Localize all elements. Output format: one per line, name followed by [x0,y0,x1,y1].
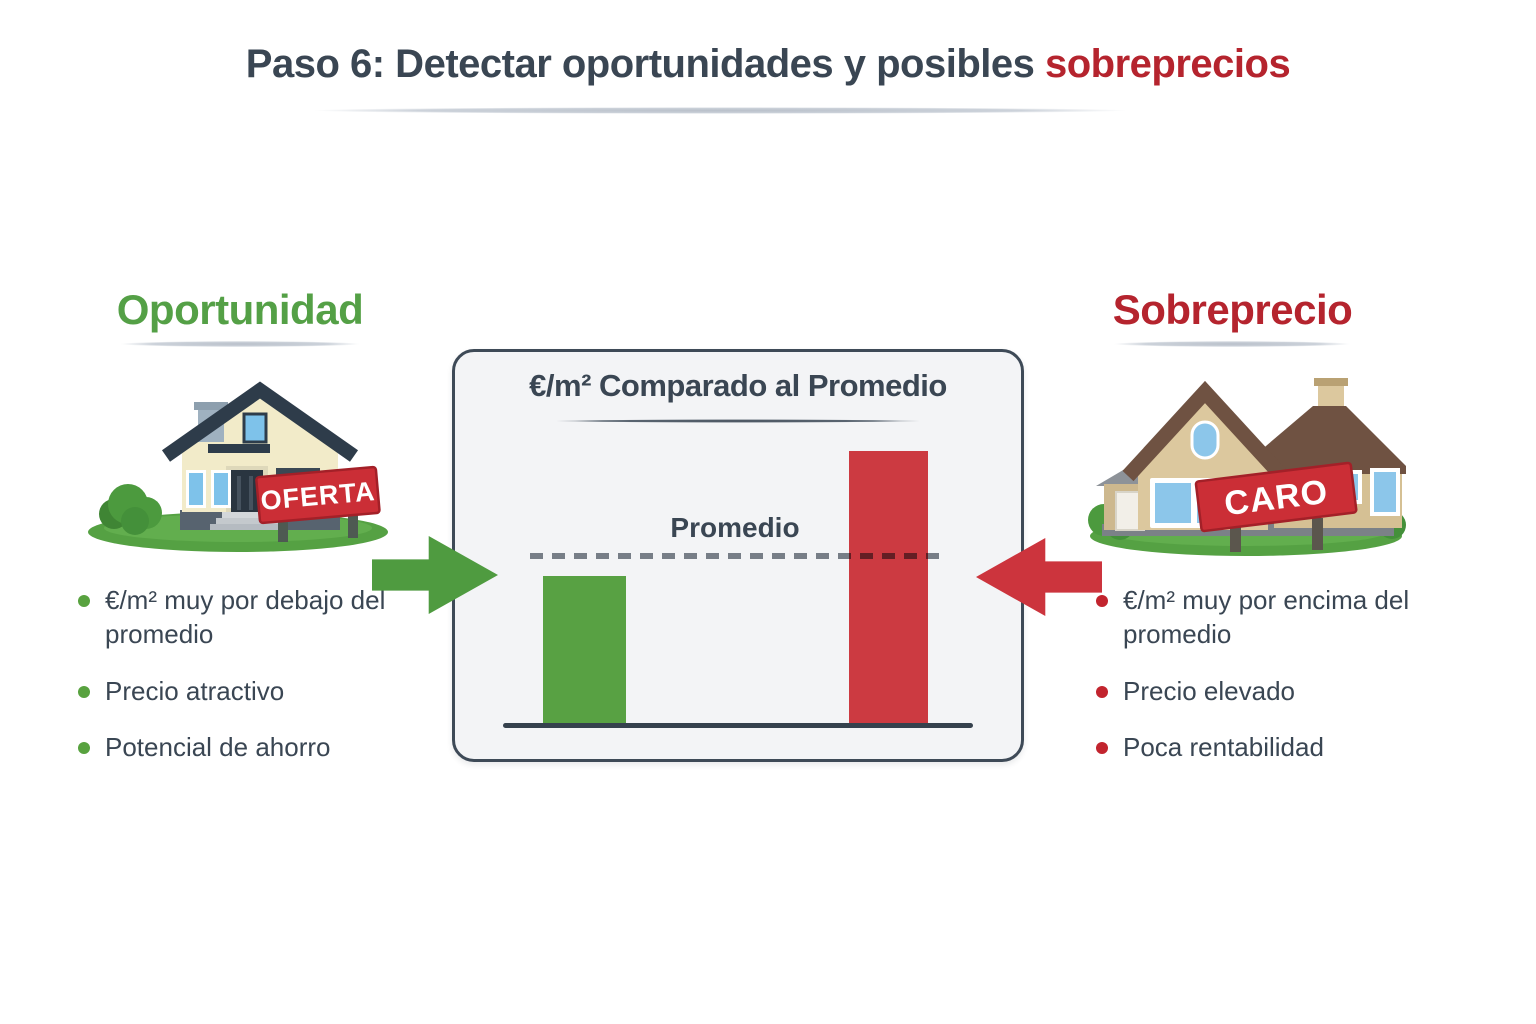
opportunity-heading: Oportunidad [116,286,364,333]
page-title-highlight: sobreprecios [1045,42,1291,86]
opportunity-heading-underline [78,340,402,348]
opportunity-house-illustration: OFERTA [88,381,388,552]
overprice-bullets: €/m² muy por encima del promedio Precio … [1096,584,1436,788]
bullet-text: Precio atractivo [105,675,285,706]
oferta-sign: OFERTA [255,465,381,525]
bar-sobreprecio [849,451,928,725]
chart-title-underline [508,419,968,423]
green-bullet-icon [78,742,90,755]
bullet-text: €/m² muy por encima del promedio [1123,585,1410,649]
average-dashed-line [530,553,942,559]
list-item: €/m² muy por debajo del promedio [78,584,408,652]
comparison-chart: €/m² Comparado al Promedio Promedio [452,349,1024,762]
list-item: Poca rentabilidad [1096,731,1436,765]
chart-baseline [503,723,973,728]
green-bullet-icon [78,685,90,698]
bar-oportunidad [543,576,626,725]
chart-title: €/m² Comparado al Promedio [529,368,947,403]
page-title: Paso 6: Detectar oportunidades y posible… [0,42,1536,87]
page-title-main: Paso 6: Detectar oportunidades y posible… [245,42,1045,86]
overprice-heading-underline [1072,340,1392,348]
red-bullet-icon [1096,595,1108,607]
bullet-text: Potencial de ahorro [105,732,331,763]
title-underline [170,106,1270,115]
bullet-text: Poca rentabilidad [1123,732,1324,763]
caro-sign: CARO [1194,461,1358,533]
opportunity-bullets: €/m² muy por debajo del promedio Precio … [78,584,408,788]
average-line-label: Promedio [670,512,800,543]
list-item: Potencial de ahorro [78,731,408,765]
green-bullet-icon [78,595,90,607]
bullet-text: €/m² muy por debajo del promedio [105,585,386,649]
overprice-heading: Sobreprecio [1112,286,1353,333]
red-bullet-icon [1096,742,1108,755]
list-item: €/m² muy por encima del promedio [1096,584,1436,652]
list-item: Precio atractivo [78,675,408,709]
bullet-text: Precio elevado [1123,675,1295,706]
list-item: Precio elevado [1096,675,1436,709]
red-bullet-icon [1096,685,1108,698]
overprice-house-illustration: CARO [1088,378,1406,556]
